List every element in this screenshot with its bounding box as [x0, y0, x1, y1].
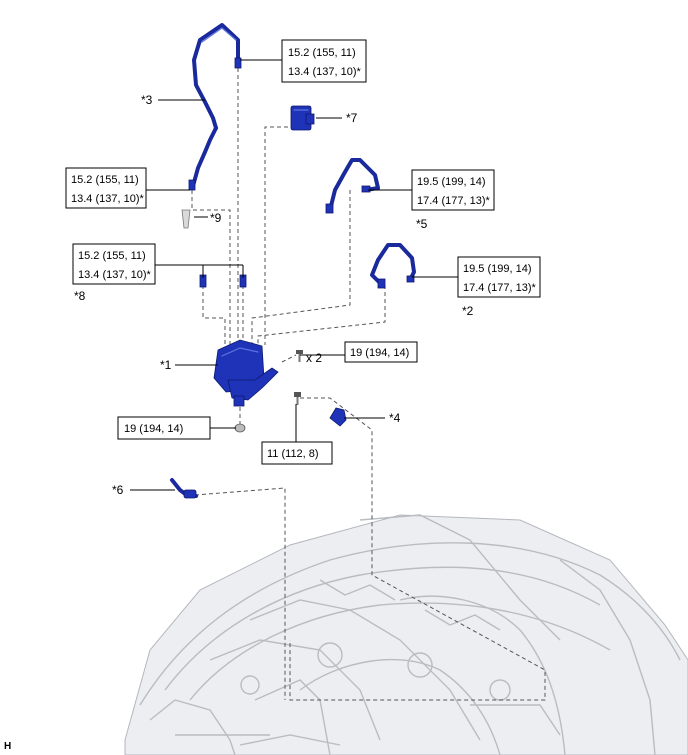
torque-box-nut: 19 (194, 14): [117, 416, 211, 440]
bolt-icon[interactable]: [296, 350, 303, 362]
clip-9[interactable]: [181, 209, 191, 229]
callout-2: *2: [462, 304, 474, 318]
torque-spec-alt: 13.4 (137, 10)*: [78, 269, 151, 281]
bracket-4[interactable]: [329, 407, 347, 427]
assembly-dashed-lines: [191, 68, 546, 701]
torque-specs: 15.2 (155, 11) 13.4 (137, 10)* 15.2 (155…: [65, 39, 541, 465]
callout-labels: *7 *3 *9 *5 *8 *2 *1 x 2 *4 *6 H: [4, 93, 474, 752]
nut-icon[interactable]: [234, 423, 246, 433]
callout-6: *6: [112, 483, 124, 497]
callout-1: *1: [160, 358, 172, 372]
torque-spec: 15.2 (155, 11): [288, 47, 356, 59]
callout-9: *9: [210, 211, 222, 225]
torque-spec: 19.5 (199, 14): [463, 263, 532, 275]
figure-code: H: [4, 741, 11, 752]
torque-box-bolt: 19 (194, 14): [344, 341, 418, 363]
union-fittings-8[interactable]: [199, 274, 247, 288]
torque-spec: 11 (112, 8): [267, 448, 319, 460]
callout-5: *5: [416, 217, 428, 231]
callout-8: *8: [74, 289, 86, 303]
callout-4: *4: [389, 411, 401, 425]
torque-box-pipe5: 19.5 (199, 14) 17.4 (177, 13)*: [411, 169, 495, 211]
brake-line-2[interactable]: [370, 243, 416, 289]
torque-spec: 19.5 (199, 14): [417, 176, 486, 188]
torque-spec-alt: 13.4 (137, 10)*: [288, 66, 361, 78]
callout-3: *3: [141, 93, 153, 107]
torque-box-pipe2: 19.5 (199, 14) 17.4 (177, 13)*: [457, 256, 541, 298]
torque-box-top: 15.2 (155, 11) 13.4 (137, 10)*: [281, 39, 367, 83]
hose-6[interactable]: [170, 478, 198, 499]
leader-lines: [130, 59, 458, 491]
brake-line-5[interactable]: [325, 158, 380, 214]
torque-spec: 15.2 (155, 11): [71, 174, 139, 186]
torque-box-left: 15.2 (155, 11) 13.4 (137, 10)*: [65, 167, 147, 209]
torque-spec: 19 (194, 14): [350, 347, 409, 359]
torque-spec-alt: 13.4 (137, 10)*: [71, 193, 144, 205]
torque-spec-alt: 17.4 (177, 13)*: [417, 195, 490, 207]
torque-spec-alt: 17.4 (177, 13)*: [463, 282, 536, 294]
brake-line-3[interactable]: [188, 23, 242, 191]
callout-7: *7: [346, 111, 358, 125]
bracket-bolt-icon[interactable]: [294, 392, 301, 405]
vehicle-engine-bay: [124, 514, 688, 755]
torque-box-bracket: 11 (112, 8): [261, 441, 333, 465]
torque-spec: 15.2 (155, 11): [78, 250, 146, 262]
brake-actuator-1[interactable]: [213, 339, 279, 407]
bracket-7[interactable]: [290, 105, 315, 131]
torque-spec: 19 (194, 14): [124, 423, 183, 435]
torque-box-middle: 15.2 (155, 11) 13.4 (137, 10)*: [72, 243, 156, 285]
quantity-label: x 2: [306, 351, 322, 365]
